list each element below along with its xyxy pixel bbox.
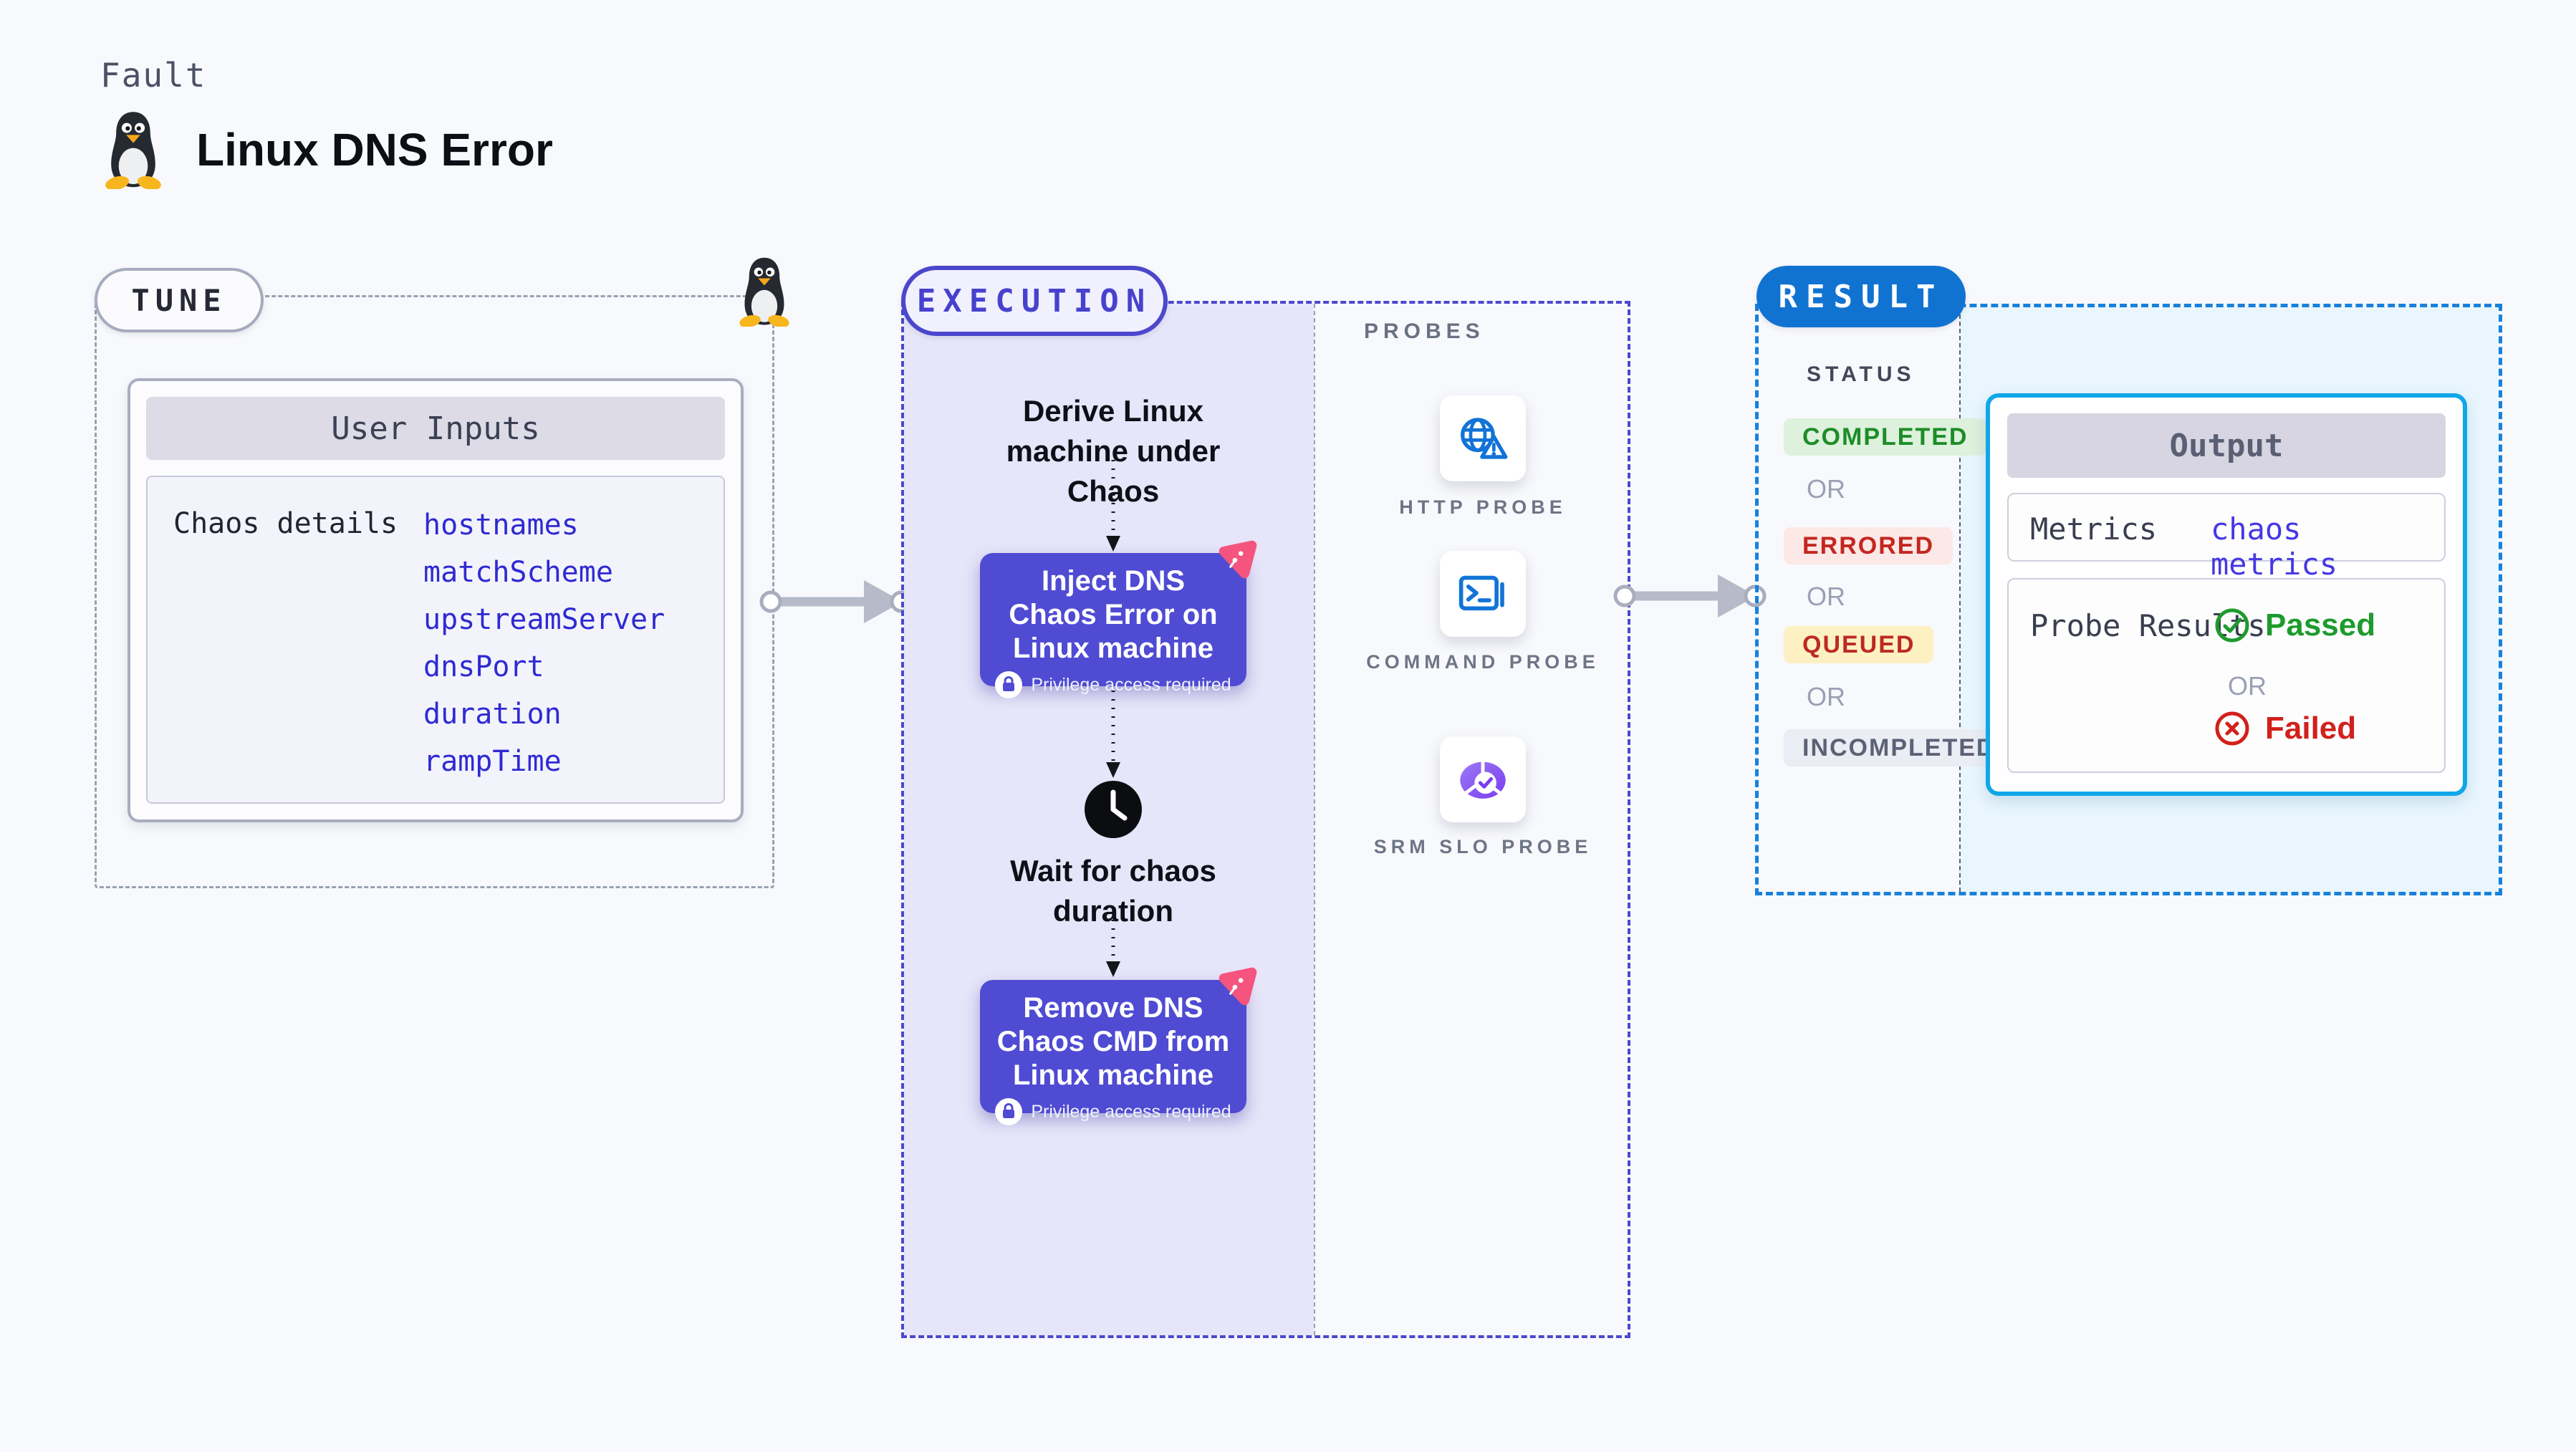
- clock-icon: [1085, 781, 1142, 838]
- privilege-badge-label: Privilege access required: [1031, 674, 1231, 695]
- command-probe-tile[interactable]: [1440, 551, 1526, 637]
- status-badge-completed: COMPLETED: [1784, 418, 1987, 456]
- lock-icon: [995, 1098, 1023, 1125]
- status-badge-incompleted: INCOMPLETED: [1784, 729, 2014, 766]
- command-probe-label: COMMAND PROBE: [1366, 651, 1600, 673]
- or-separator: OR: [1807, 682, 1845, 711]
- passed-result: Passed: [2214, 607, 2375, 644]
- privilege-badge-label: Privilege access required: [1031, 1101, 1231, 1122]
- output-card: Output Metrics chaos metrics Probe Resul…: [1986, 393, 2467, 796]
- slo-donut-icon: [1460, 760, 1506, 799]
- input-dnsport: dnsPort: [423, 650, 544, 683]
- chaos-details-label: Chaos details: [173, 507, 398, 540]
- failed-label: Failed: [2265, 711, 2357, 746]
- http-probe-label: HTTP PROBE: [1399, 496, 1567, 518]
- derive-step-label: Derive Linux machine under Chaos: [1006, 394, 1221, 508]
- fault-eyebrow: Fault: [100, 56, 207, 95]
- privilege-badge: Privilege access required: [980, 671, 1246, 698]
- flow-arrow-down-2: [1106, 691, 1120, 778]
- linux-tux-icon: [104, 112, 163, 189]
- remove-dns-chaos-card[interactable]: Remove DNS Chaos CMD from Linux machine …: [980, 980, 1246, 1125]
- page-title: Linux DNS Error: [196, 124, 553, 176]
- srm-slo-probe-label: SRM SLO PROBE: [1373, 836, 1592, 857]
- input-hostnames: hostnames: [423, 509, 579, 542]
- input-upstreamserver: upstreamServer: [423, 603, 665, 636]
- input-duration: duration: [423, 698, 562, 731]
- tune-pill[interactable]: TUNE: [95, 268, 264, 332]
- probes-title: PROBES: [1364, 319, 1485, 343]
- lock-icon: [995, 671, 1023, 698]
- user-inputs-body: Chaos details hostnames matchScheme upst…: [146, 476, 725, 804]
- flow-arrow-down-1: [1106, 460, 1120, 552]
- flow-arrow-down-3: [1106, 920, 1120, 977]
- inject-card-title: Inject DNS Chaos Error on Linux machine: [1009, 565, 1218, 664]
- execution-pill[interactable]: EXECUTION: [901, 266, 1168, 336]
- inject-dns-chaos-card[interactable]: Inject DNS Chaos Error on Linux machine …: [980, 553, 1246, 698]
- result-pill[interactable]: RESULT: [1756, 266, 1966, 327]
- user-inputs-title: User Inputs: [146, 397, 725, 460]
- execution-to-result-arrow: [1613, 566, 1768, 626]
- probes-area: [1314, 304, 1628, 1335]
- or-separator: OR: [1807, 474, 1845, 504]
- or-separator: OR: [2228, 671, 2267, 701]
- metrics-row: Metrics chaos metrics: [2007, 493, 2446, 582]
- wait-step-label: Wait for chaos duration: [1010, 854, 1216, 928]
- metrics-label: Metrics: [2030, 511, 2158, 547]
- metrics-value[interactable]: chaos metrics: [2211, 511, 2338, 582]
- chaos-details-values: hostnames matchScheme upstreamServer dns…: [423, 501, 665, 785]
- output-title: Output: [2007, 413, 2446, 478]
- tune-to-execution-arrow: [759, 572, 914, 632]
- remove-card-title: Remove DNS Chaos CMD from Linux machine: [996, 992, 1230, 1091]
- user-inputs-card: User Inputs Chaos details hostnames matc…: [128, 378, 744, 822]
- passed-label: Passed: [2265, 607, 2376, 643]
- privilege-badge: Privilege access required: [980, 1098, 1246, 1125]
- x-circle-icon: [2215, 711, 2249, 746]
- status-title: STATUS: [1807, 362, 1916, 386]
- chaos-hub-icon: [1213, 537, 1261, 583]
- failed-result: Failed: [2214, 710, 2356, 747]
- terminal-icon: [1458, 575, 1504, 611]
- input-ramptime: rampTime: [423, 745, 562, 778]
- status-badge-errored: ERRORED: [1784, 527, 1953, 564]
- status-badge-queued: QUEUED: [1784, 626, 1934, 663]
- chaos-hub-icon: [1213, 964, 1261, 1010]
- globe-alert-icon: [1461, 418, 1508, 459]
- http-probe-tile[interactable]: [1440, 395, 1526, 481]
- input-matchscheme: matchScheme: [423, 556, 613, 589]
- check-circle-icon: [2215, 608, 2249, 643]
- linux-tux-corner-icon: [738, 257, 791, 327]
- probe-results-row: Probe Results Passed OR Failed: [2007, 578, 2446, 773]
- or-separator: OR: [1807, 582, 1845, 611]
- srm-slo-probe-tile[interactable]: [1440, 736, 1526, 822]
